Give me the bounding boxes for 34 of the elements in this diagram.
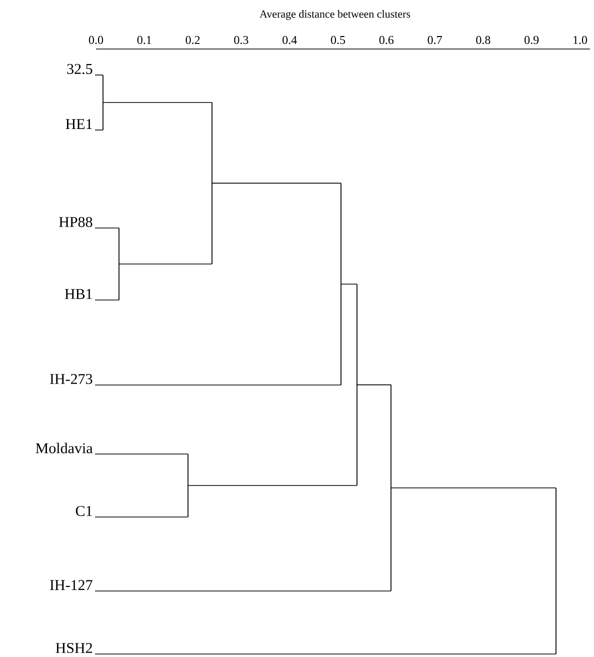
branch-line [94,74,104,76]
branch-line [102,75,104,130]
tick-label: 0.0 [88,36,104,44]
strain-label: IH-273 [50,374,92,384]
branch-line [356,284,358,486]
strain-label: 32.5 [67,64,92,74]
branch-line [102,102,212,103]
tick-label: 0.7 [428,36,442,44]
tick-label: 0.2 [186,36,200,44]
axis-title: Average distance between clusters [260,10,410,20]
tick-label: 0.8 [476,36,490,44]
tick-label: 0.6 [379,36,394,44]
tick-label: 1.0 [574,36,588,44]
strain-label: HB1 [64,289,92,299]
branch-line [356,384,392,386]
strain-label: IH-127 [50,580,92,590]
strain-label: Moldavia [36,442,93,454]
tick-label: 0.4 [282,36,297,44]
tick-label: 0.3 [234,36,248,44]
branch-line [118,228,120,300]
tick-label: 0.9 [524,36,539,44]
branch-line [188,485,358,486]
branch-line [94,590,392,592]
strain-label: HE1 [66,119,92,129]
strain-label: C1 [76,506,92,516]
branch-line [340,183,342,385]
branch-line [94,384,342,386]
strain-label: HSH2 [56,642,92,654]
tick-label: 0.1 [137,36,152,44]
branch-line [390,384,392,591]
branch-line [94,516,188,518]
branch-line [212,182,342,184]
strain-label: HP88 [59,216,92,228]
tick-label: 0.5 [330,36,346,44]
